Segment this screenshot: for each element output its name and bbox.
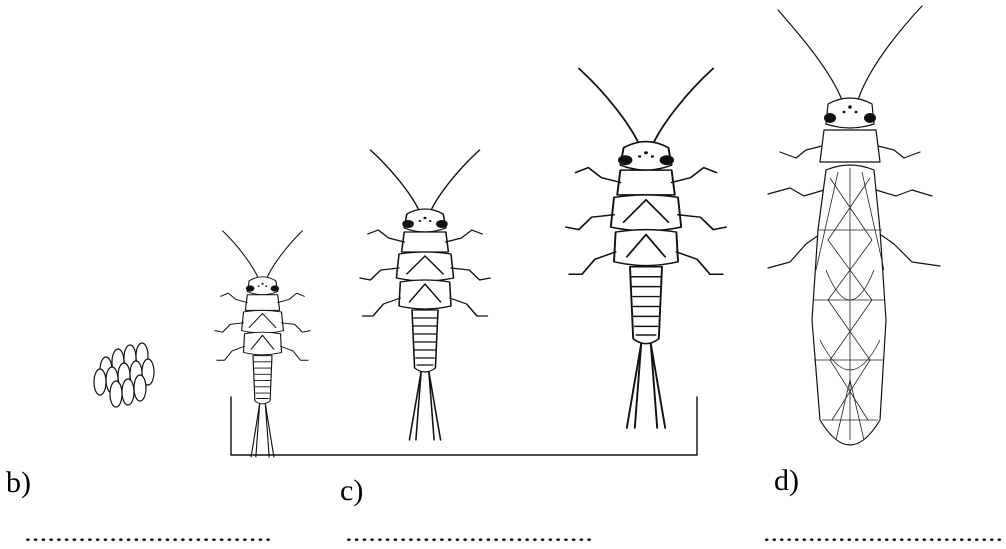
label-b: b)	[6, 466, 31, 499]
nymph-small	[215, 231, 310, 457]
label-c: c)	[340, 474, 363, 507]
adult-stonefly	[768, 6, 940, 445]
nymph-medium	[360, 150, 490, 440]
answer-blank-b: ................................	[24, 521, 272, 546]
answer-blank-c: ................................	[345, 521, 593, 546]
nymph-large	[566, 68, 726, 428]
egg-cluster	[94, 343, 154, 407]
label-d: d)	[774, 464, 799, 497]
answer-blank-d: ................................	[763, 521, 1003, 546]
